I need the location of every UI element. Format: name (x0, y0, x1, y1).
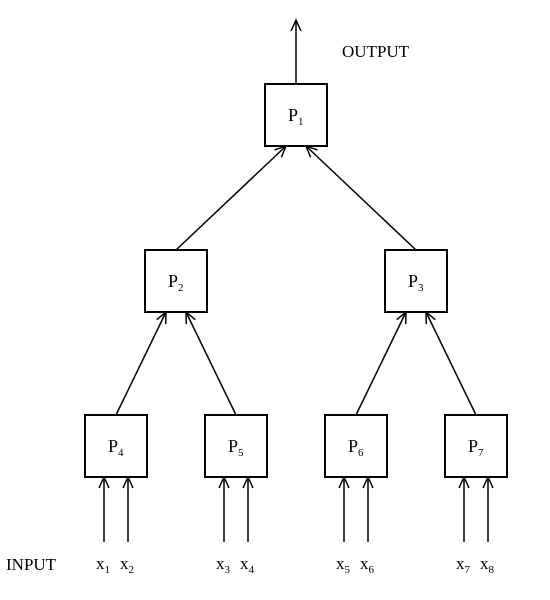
node-box (84, 414, 148, 478)
edge-p3-to-p1 (304, 144, 417, 251)
edge-p7-to-p3 (425, 310, 477, 416)
node-p1: P1 (264, 83, 328, 147)
input-x8: x8 (480, 554, 495, 576)
edge-p6-to-p3 (355, 310, 407, 416)
edges (98, 18, 494, 542)
node-p7: P7 (444, 414, 508, 478)
node-label: P1 (288, 105, 304, 128)
node-label: P7 (468, 436, 484, 459)
input-x5: x5 (336, 554, 351, 576)
edge-p4-to-p2 (115, 310, 167, 416)
node-label: P6 (348, 436, 364, 459)
input-x4: x4 (240, 554, 255, 576)
node-box (384, 249, 448, 313)
output-label: OUTPUT (342, 42, 410, 61)
node-p3: P3 (384, 249, 448, 313)
node-box (144, 249, 208, 313)
input-x3: x3 (216, 554, 231, 576)
edge-p5-to-p2 (185, 310, 237, 416)
input-output: OUTPUT INPUT x1 x2 x3 x4 x5 x6 x7 x8 (6, 42, 495, 576)
node-p4: P4 (84, 414, 148, 478)
input-x1: x1 (96, 554, 110, 576)
node-p5: P5 (204, 414, 268, 478)
node-box (444, 414, 508, 478)
node-label: P5 (228, 436, 244, 459)
node-label: P2 (168, 271, 184, 294)
node-label: P4 (108, 436, 124, 459)
node-p2: P2 (144, 249, 208, 313)
node-box (204, 414, 268, 478)
edge-p2-to-p1 (175, 144, 288, 251)
node-p6: P6 (324, 414, 388, 478)
node-box (324, 414, 388, 478)
node-label: P3 (408, 271, 424, 294)
input-label: INPUT (6, 555, 57, 574)
node-box (264, 83, 328, 147)
input-x7: x7 (456, 554, 471, 576)
input-x2: x2 (120, 554, 134, 576)
input-x6: x6 (360, 554, 375, 576)
